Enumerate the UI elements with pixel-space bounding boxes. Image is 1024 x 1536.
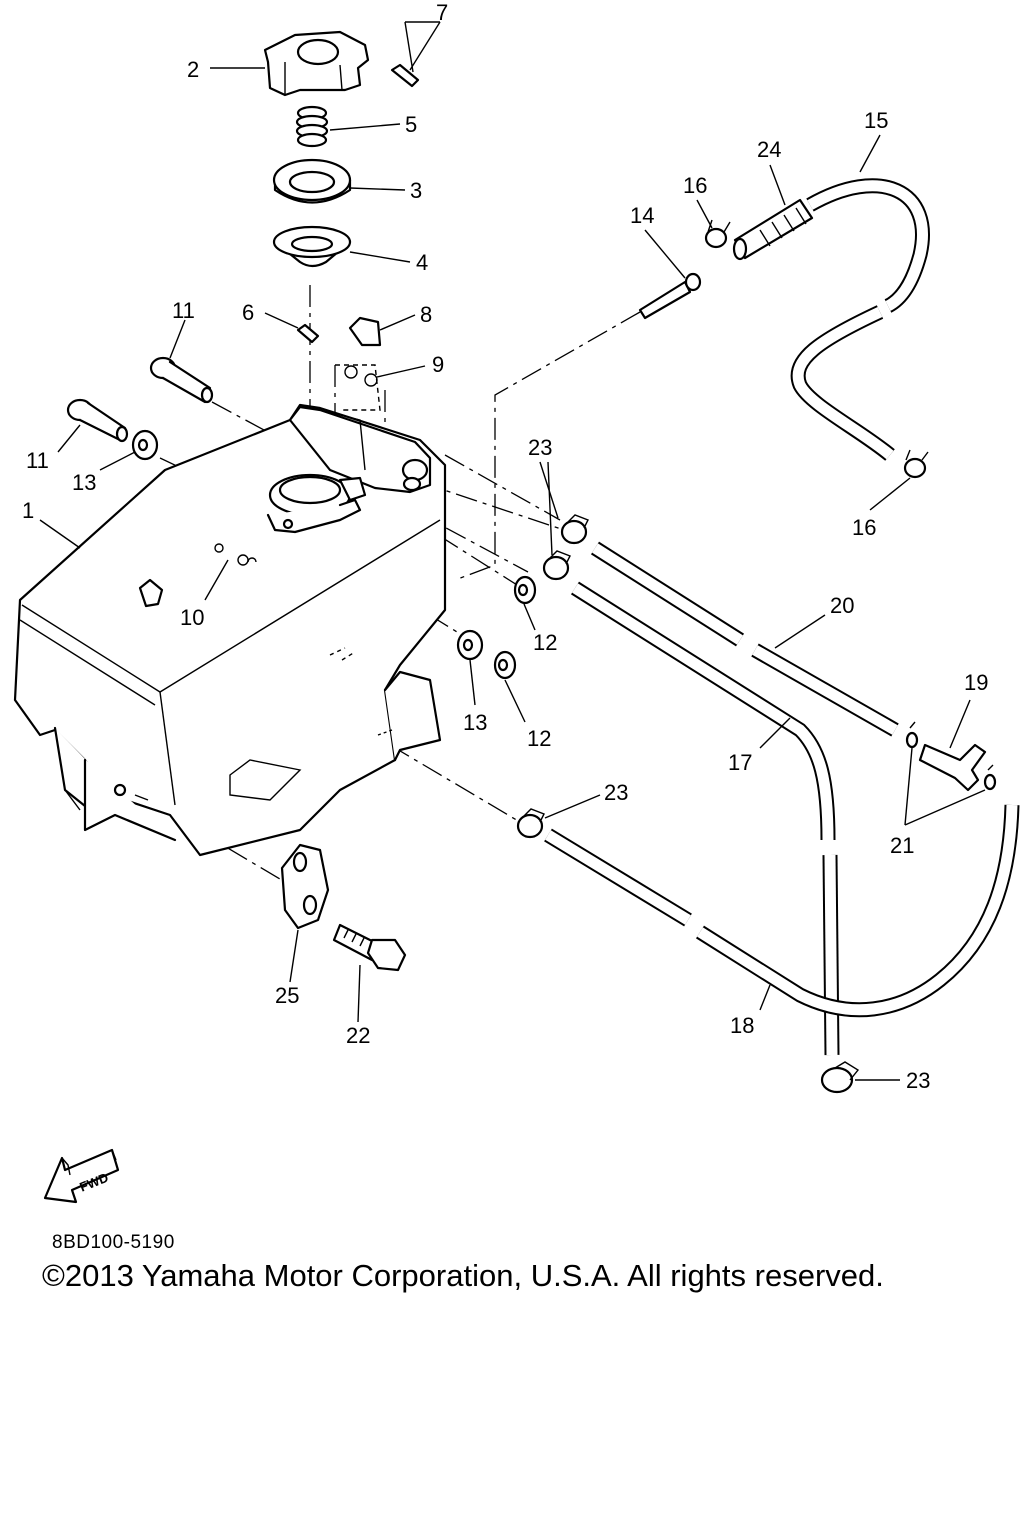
clamp-part-23-c <box>516 808 545 839</box>
hose-part-18 <box>544 804 1020 1018</box>
callout-23-b: 23 <box>604 780 628 805</box>
clamp-part-16-lower <box>903 449 929 479</box>
callout-5: 5 <box>405 112 417 137</box>
joint-part-19 <box>918 743 987 792</box>
washer-part-13-upper <box>131 429 159 461</box>
clips-part-21 <box>905 721 997 791</box>
callout-12-upper: 12 <box>533 630 557 655</box>
clamp-part-16-upper <box>704 219 731 249</box>
clip-part-6 <box>296 323 320 344</box>
cap-part-2 <box>263 30 370 97</box>
callout-16-upper: 16 <box>683 173 707 198</box>
callout-22: 22 <box>346 1023 370 1048</box>
callout-15: 15 <box>864 108 888 133</box>
callout-14: 14 <box>630 203 654 228</box>
tank-part-1 <box>13 403 447 857</box>
callout-12-lower: 12 <box>527 726 551 751</box>
callout-25: 25 <box>275 983 299 1008</box>
callout-11-upper: 11 <box>172 298 195 323</box>
callout-6: 6 <box>242 300 254 325</box>
callout-2: 2 <box>187 57 199 82</box>
callout-8: 8 <box>420 302 432 327</box>
callout-9: 9 <box>432 352 444 377</box>
callout-11-lower: 11 <box>26 448 49 473</box>
callout-24: 24 <box>757 137 781 162</box>
clamp-part-23-a <box>560 514 589 545</box>
bolt-part-22 <box>332 923 407 972</box>
callout-4: 4 <box>416 250 428 275</box>
fwd-arrow-icon: FWD <box>43 1148 120 1204</box>
diagram-code: 8BD100-5190 <box>52 1232 175 1253</box>
clamp-part-23-d <box>820 1061 860 1094</box>
gasket-part-3 <box>272 158 352 204</box>
callout-21: 21 <box>890 833 914 858</box>
leader-lines <box>39 21 986 1081</box>
hose-fitting-part-24 <box>732 198 814 261</box>
callout-13-upper: 13 <box>72 470 96 495</box>
callout-23-a: 23 <box>528 435 552 460</box>
callout-19: 19 <box>964 670 988 695</box>
callout-23-c: 23 <box>906 1068 930 1093</box>
washer-part-13-lower <box>456 629 484 661</box>
bolt-part-11-upper <box>149 356 214 404</box>
plate-part-25 <box>280 843 330 930</box>
pin-part-7 <box>390 63 420 88</box>
hose-part-15 <box>790 178 930 461</box>
clamp-part-23-b <box>542 550 571 581</box>
bracket-part-8 <box>348 316 382 347</box>
grommet-part-12-upper <box>513 575 537 605</box>
callout-17: 17 <box>728 750 752 775</box>
callout-13-lower: 13 <box>463 710 487 735</box>
callout-3: 3 <box>410 178 422 203</box>
grommet-part-12-lower <box>493 650 517 680</box>
spring-part-5 <box>295 105 329 148</box>
bolt-part-11-lower <box>66 398 129 443</box>
seal-part-4 <box>272 225 352 268</box>
callout-20: 20 <box>830 593 854 618</box>
hose-part-17 <box>570 581 840 1056</box>
callout-16-lower: 16 <box>852 515 876 540</box>
hose-part-20 <box>590 541 899 737</box>
callout-18: 18 <box>730 1013 754 1038</box>
clips-part-9 <box>335 364 381 411</box>
callout-7: 7 <box>436 0 448 25</box>
copyright-notice: ©2013 Yamaha Motor Corporation, U.S.A. A… <box>42 1258 884 1293</box>
callout-10: 10 <box>180 605 204 630</box>
screw-part-14 <box>638 272 702 320</box>
callout-labels: 1 2 3 4 5 6 7 8 9 10 11 11 12 12 13 13 1… <box>22 0 988 1093</box>
callout-1: 1 <box>22 498 34 523</box>
